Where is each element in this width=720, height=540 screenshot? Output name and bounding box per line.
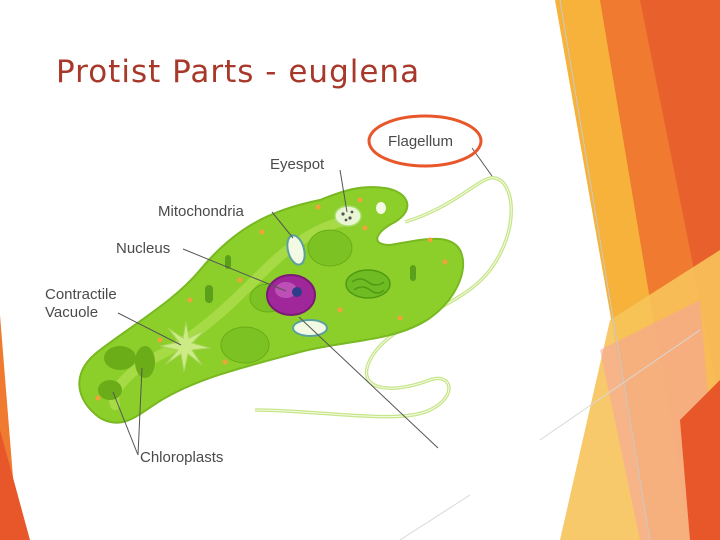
chloroplast-blob-2 (220, 326, 270, 364)
cell-granules (95, 197, 448, 401)
label-chloroplasts: Chloroplasts (140, 449, 224, 466)
chloroplast-2 (98, 380, 122, 400)
leader-pointer-lower (298, 316, 439, 449)
label-nucleus: Nucleus (116, 240, 171, 257)
chloroplast-blob-1 (307, 229, 353, 267)
cell-body-shine (109, 215, 355, 410)
leader-mitochondria (271, 211, 294, 239)
label-mitochondria: Mitochondria (158, 203, 244, 220)
flagellum-highlight-ring (367, 114, 483, 168)
leader-eyespot (339, 169, 348, 213)
deco-line-2 (539, 329, 701, 441)
label-flagellum: Flagellum (388, 133, 454, 150)
leader-chloroplast-b (137, 367, 143, 456)
label-eyespot: Eyespot (270, 156, 325, 173)
leader-lines (112, 147, 493, 456)
flagellum-highlight (254, 177, 512, 418)
golgi-body (345, 269, 391, 299)
deco-left-dark (0, 430, 30, 540)
chloroplast-3 (135, 346, 155, 378)
leader-contractile-vacuole (117, 312, 182, 346)
leader-nucleus (182, 248, 287, 292)
label-vacuole: Vacuole (45, 304, 99, 321)
deco-corner (680, 380, 720, 540)
nucleolus (292, 287, 302, 297)
label-contractile: Contractile (45, 286, 117, 303)
slide-title: Protist Parts - euglena (56, 54, 421, 90)
mitochondrion-1 (286, 234, 306, 266)
reservoir (376, 202, 386, 214)
contractile-vacuole (159, 321, 211, 373)
leader-chloroplast-a (112, 391, 139, 456)
deco-line-1 (559, 0, 651, 540)
eyespot (334, 205, 362, 227)
chloroplast-1 (104, 346, 136, 370)
deco-line-3 (399, 494, 471, 540)
